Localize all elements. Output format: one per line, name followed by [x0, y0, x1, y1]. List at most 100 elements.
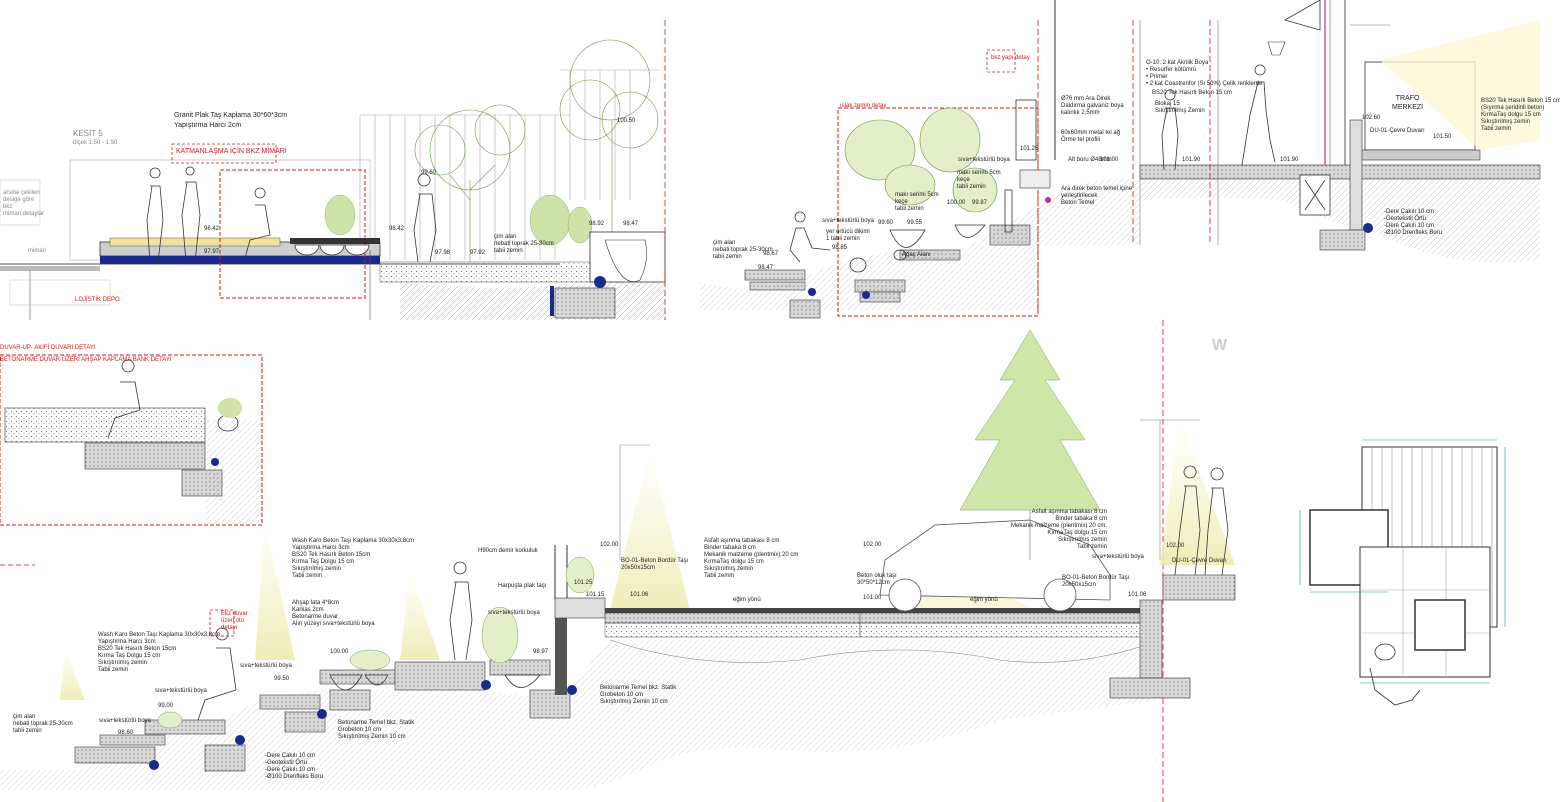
level-top-left-1: 100.50: [617, 118, 636, 124]
korkuluk-note: H90cm demir korkuluk: [478, 548, 538, 554]
note-mid-6: makı serimi 5cm keçe tabii zemin: [957, 170, 1001, 190]
paint-notes: O-10: 2 kat Akrilik Boya • Resurfer kötü…: [1146, 60, 1263, 87]
legend-note-1: arsine çekilen: [3, 190, 40, 196]
level-bottom-9: 102.00: [600, 542, 619, 548]
watermark: W: [1212, 337, 1228, 354]
logistik-label: LOJİSTİK DEPO: [75, 297, 120, 303]
wash-note-1: Wash Karo Beton Taşı Kaplama 30x30x3,8cm…: [98, 632, 221, 673]
level-bottom-4: 98.60: [118, 730, 134, 736]
level-right-4: 101.50: [1433, 134, 1452, 140]
level-top-left-6: 97.98: [435, 250, 451, 256]
note-mid-5: sıva+tekstürlü boya: [958, 157, 1010, 163]
level-bottom-7: 101.06: [630, 592, 649, 598]
level-right-1: 101.90: [1182, 157, 1201, 163]
level-right-3: 102.60: [1362, 115, 1381, 121]
level-top-left-4: 97.97: [204, 249, 220, 255]
level-bottom-5: 98.97: [533, 649, 549, 655]
trafo-label: TRAFO MERKEZİ: [1392, 95, 1424, 111]
asfalt-note-1: Asfalt aşınma tabakası 8 cm Binder tabak…: [704, 538, 799, 579]
stack-note: Blokaj 15 Sıkıştırılmış Zemin: [1155, 101, 1205, 114]
legend-note-2: desige göre: [3, 197, 35, 203]
temel-note-2: Betonarme Temel bkz. Statik Grobeton 10 …: [600, 685, 677, 705]
siva-5: sıva+tekstürlü boya: [1092, 554, 1144, 560]
cim-alan-top-left: çim alan nebati toprak 25-30cm tabii zem…: [494, 234, 554, 254]
section-top-middle: [700, 0, 1141, 319]
section-top-left: [0, 20, 666, 320]
level-mid-3: 100.00: [947, 200, 966, 206]
mid-title-1: DUVAR-UP- AKIFİ DUVARI DETAYI: [0, 345, 96, 351]
section-top-right: [1139, 0, 1541, 263]
level-mid-7: 98.85: [832, 245, 848, 251]
level-bottom-11: 101.00: [863, 595, 882, 601]
section-label: KESİT 5: [73, 129, 103, 138]
note-mid-8: yer örtücü dikimi 1 tabii zemin: [826, 229, 870, 242]
wash-note-2: Wash Karo Beton Taşı Kaplama 30x30x3,8cm…: [292, 538, 415, 579]
level-top-left-3: 98.42: [204, 226, 220, 232]
egim-1: eğim yönü: [733, 597, 761, 603]
note-mid-3: Alt boru Ø48mm: [1068, 157, 1112, 163]
ekz-red-note: Ekz duvar üzeri oto detayı: [221, 611, 248, 631]
legend-note-3: bkz: [3, 204, 13, 210]
level-bottom-1: 100.00: [330, 649, 349, 655]
siva-2: sıva+tekstürlü boya: [155, 688, 207, 694]
siva-3: sıva+tekstürlü boya: [240, 663, 292, 669]
drain-list: -Dere Çakılı 10 cm -Geotekstil Örtü -Der…: [265, 753, 324, 780]
oluk-note: Beton oluk taşı 30*50*12cm: [857, 573, 897, 586]
temel-note: Betonarme Temel bkz. Statik Grobeton 10 …: [338, 720, 415, 740]
trafo-notes: BS20 Tek Hasırlı Beton 15 cm (Sıyırma şe…: [1481, 98, 1560, 132]
drain-notes: -Dere Çakılı 10 cm -Geotekstil Örtü -Der…: [1384, 209, 1443, 236]
note-mid-7: makı serimi 5cm keçe tabii zemin: [895, 192, 939, 212]
level-bottom-3: 99.00: [158, 703, 174, 709]
level-mid-2: 101.00: [1100, 157, 1119, 163]
plan-view: [1299, 439, 1506, 706]
level-bottom-2: 99.50: [274, 676, 290, 682]
cim-alan-bottom: çim alan nebati toprak 25-30cm tabii zem…: [13, 714, 73, 734]
level-bottom-12: 101.06: [1128, 592, 1147, 598]
granite-title: Granit Plak Taş Kaplama 30*60*3cm: [174, 112, 288, 119]
level-top-left-5: 98.42: [389, 226, 405, 232]
egim-2: eğim yönü: [970, 597, 998, 603]
note-mid-10: Ağaç Alanı: [902, 252, 931, 258]
bordur-note-2: BO-01-Beton Bordür Taşı 20x50x15cm: [1062, 575, 1130, 588]
level-bottom-13: 102.00: [1166, 543, 1185, 549]
level-mid-6: 99.60: [878, 220, 894, 226]
level-top-left-7: 97.92: [470, 250, 486, 256]
curb-label: DU-01-Çevre Duvarı: [1370, 128, 1425, 134]
level-mid-5: 99.55: [907, 220, 923, 226]
level-bottom-10: 102.00: [863, 542, 882, 548]
bordur-note-1: BO-01-Beton Bordür Taşı 20x50x15cm: [621, 558, 689, 571]
level-mid-4: 99.87: [972, 200, 988, 206]
red-box-note: bkz yapı detay: [991, 55, 1030, 61]
red-box-title: ıslak zemin detay: [840, 103, 887, 109]
ahsap-note: Ahşap lata 4*8cm Karkas 2cm Betonarme du…: [292, 600, 375, 627]
note-mid-2: 60x60mm metal tel ağ Örme tel profili: [1061, 130, 1121, 143]
level-top-left-8: 98.92: [589, 221, 605, 227]
level-top-left-2: 99.60: [421, 170, 437, 176]
curb-bottom: DU-01-Çevre Duvarı: [1172, 558, 1227, 564]
siva-1: sıva+tekstürlü boya: [99, 718, 151, 724]
note-mid-4: Ara direk beton temel içine yerleştirile…: [1061, 186, 1133, 206]
granite-sub: Yapıştırma Harcı 2cm: [174, 122, 242, 129]
harpusta-note: Harpuşta plak taşı: [498, 583, 547, 589]
siva-4: sıva+tekstürlü boya: [488, 610, 540, 616]
asfalt-note-2: Asfalt aşınma tabakası 8 cm Binder tabak…: [1011, 509, 1108, 550]
katmanlasma-note: KATMANLAŞMA İÇİN BKZ MİMARİ: [176, 148, 287, 155]
level-bottom-8: 101.15: [586, 592, 605, 598]
bs20-note: BS20 Tek Hasırlı Beton 15 cm: [1152, 90, 1232, 96]
detail-mid-left: [0, 354, 263, 526]
mid-title-2: BETONARME DUVAR ÜZERİ AHŞAP KAPLAMA BANK…: [0, 357, 172, 363]
level-top-left-9: 98.47: [623, 221, 639, 227]
cut-label: mimari: [28, 248, 46, 254]
cim-alan-top-mid: çim alan nebati toprak 25-30cm tabii zem…: [713, 240, 773, 260]
level-mid-9: 98.47: [758, 265, 774, 271]
section-scale: ölçek 1:50 - 1:50: [73, 140, 118, 146]
level-bottom-6: 101.25: [574, 580, 593, 586]
section-bottom: [0, 320, 1236, 802]
level-mid-8: 98.67: [763, 251, 779, 257]
legend-note-4: mimari detaylar: [3, 211, 45, 217]
level-mid-1: 101.25: [1020, 146, 1039, 152]
note-mid-9: sıva+tekstürlü boya: [822, 218, 874, 224]
note-mid-1: Ø76 mm Ara Direk Daldırma galvaniz boya …: [1061, 96, 1124, 116]
level-right-2: 101.90: [1280, 157, 1299, 163]
